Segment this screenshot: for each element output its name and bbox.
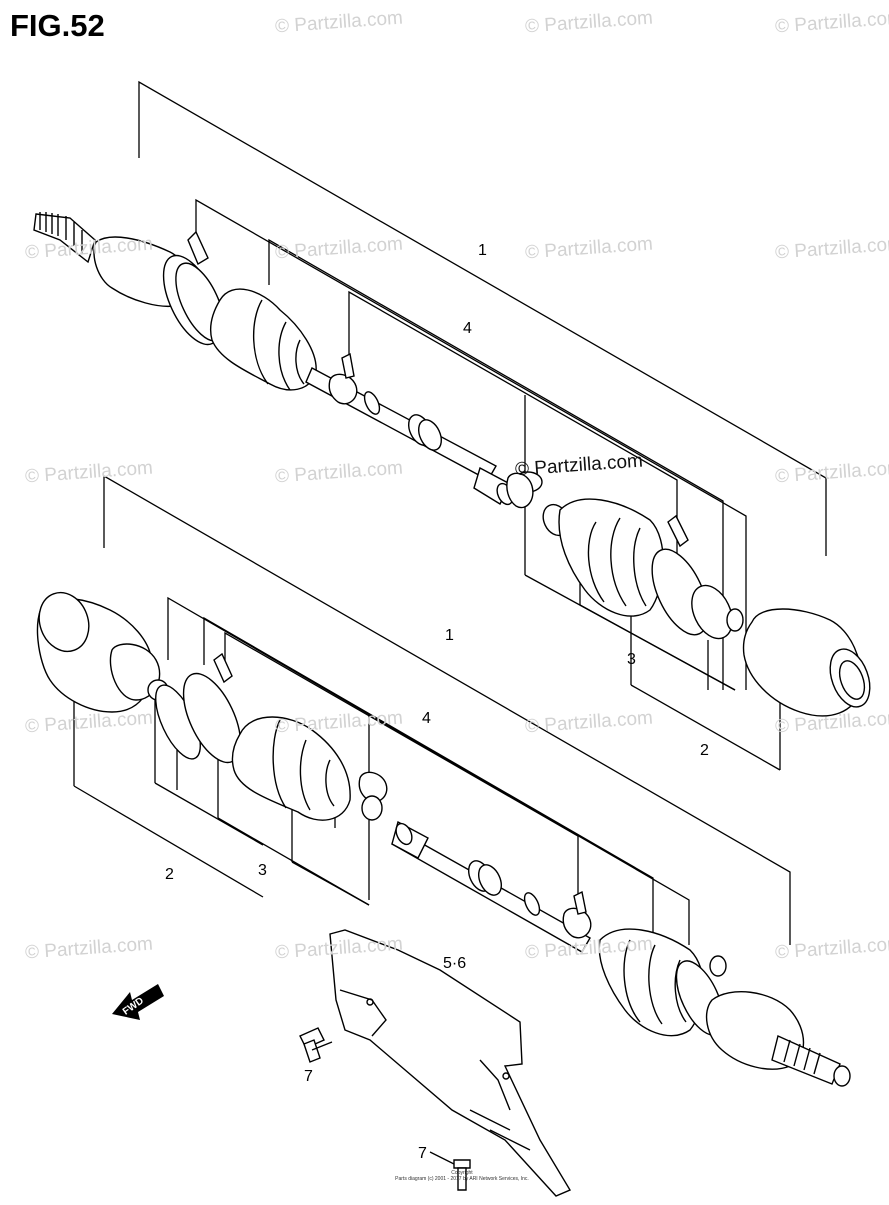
callout-c1b: 1 — [445, 627, 454, 644]
upper-drive-shaft — [33, 212, 871, 717]
callout-c56: 5·6 — [443, 955, 467, 972]
upper-assembly-leader-lines — [138, 80, 827, 771]
figure-title: FIG.52 — [10, 8, 105, 43]
cover-plate — [329, 929, 572, 1197]
callout-c1a: 1 — [478, 242, 487, 259]
callout-c2b: 2 — [165, 866, 174, 883]
callout-c7b: 7 — [418, 1145, 427, 1162]
callout-c2a: 2 — [700, 742, 709, 759]
callout-c3a: 3 — [627, 651, 636, 668]
fwd-arrow-icon — [112, 984, 164, 1020]
copyright-notice: Copyright Parts diagram (c) 2001 - 2017 … — [395, 1170, 529, 1182]
callout-c4b: 4 — [422, 710, 431, 727]
bolts — [299, 1027, 471, 1191]
callout-c3b: 3 — [258, 862, 267, 879]
lower-drive-shaft — [36, 591, 851, 1087]
callout-c4a: 4 — [463, 320, 472, 337]
callout-c7a: 7 — [304, 1068, 313, 1085]
